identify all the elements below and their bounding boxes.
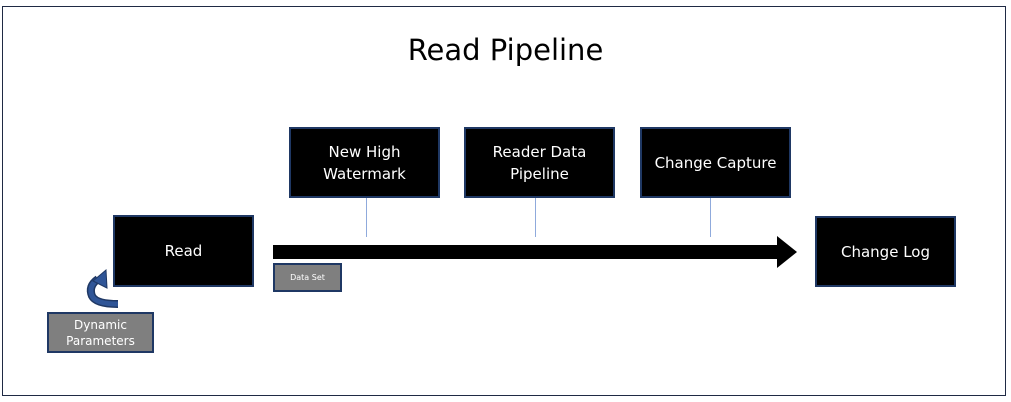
connector-reader-pipeline	[535, 197, 536, 237]
flow-arrow-icon	[273, 236, 797, 268]
new-high-watermark-box: New High Watermark	[289, 127, 440, 198]
dynamic-parameters-text: Dynamic Parameters	[66, 317, 135, 348]
read-box-label: Read	[164, 242, 203, 260]
reader-data-pipeline-label: Reader Data Pipeline	[492, 142, 587, 183]
data-set-text: Data Set	[290, 273, 325, 282]
diagram-title: Read Pipeline	[407, 33, 604, 67]
data-set-label: Data Set	[273, 263, 342, 292]
new-high-watermark-label: New High Watermark	[323, 142, 406, 183]
change-capture-box: Change Capture	[640, 127, 791, 198]
curved-arrow-icon	[86, 268, 119, 308]
diagram-frame	[2, 6, 1006, 396]
connector-watermark	[366, 197, 367, 237]
connector-change-capture	[710, 197, 711, 237]
read-box: Read	[113, 215, 254, 287]
change-log-label: Change Log	[841, 242, 930, 261]
dynamic-parameters-label: Dynamic Parameters	[47, 312, 154, 353]
reader-data-pipeline-box: Reader Data Pipeline	[464, 127, 615, 198]
change-log-box: Change Log	[815, 216, 956, 287]
change-capture-label: Change Capture	[654, 153, 777, 172]
